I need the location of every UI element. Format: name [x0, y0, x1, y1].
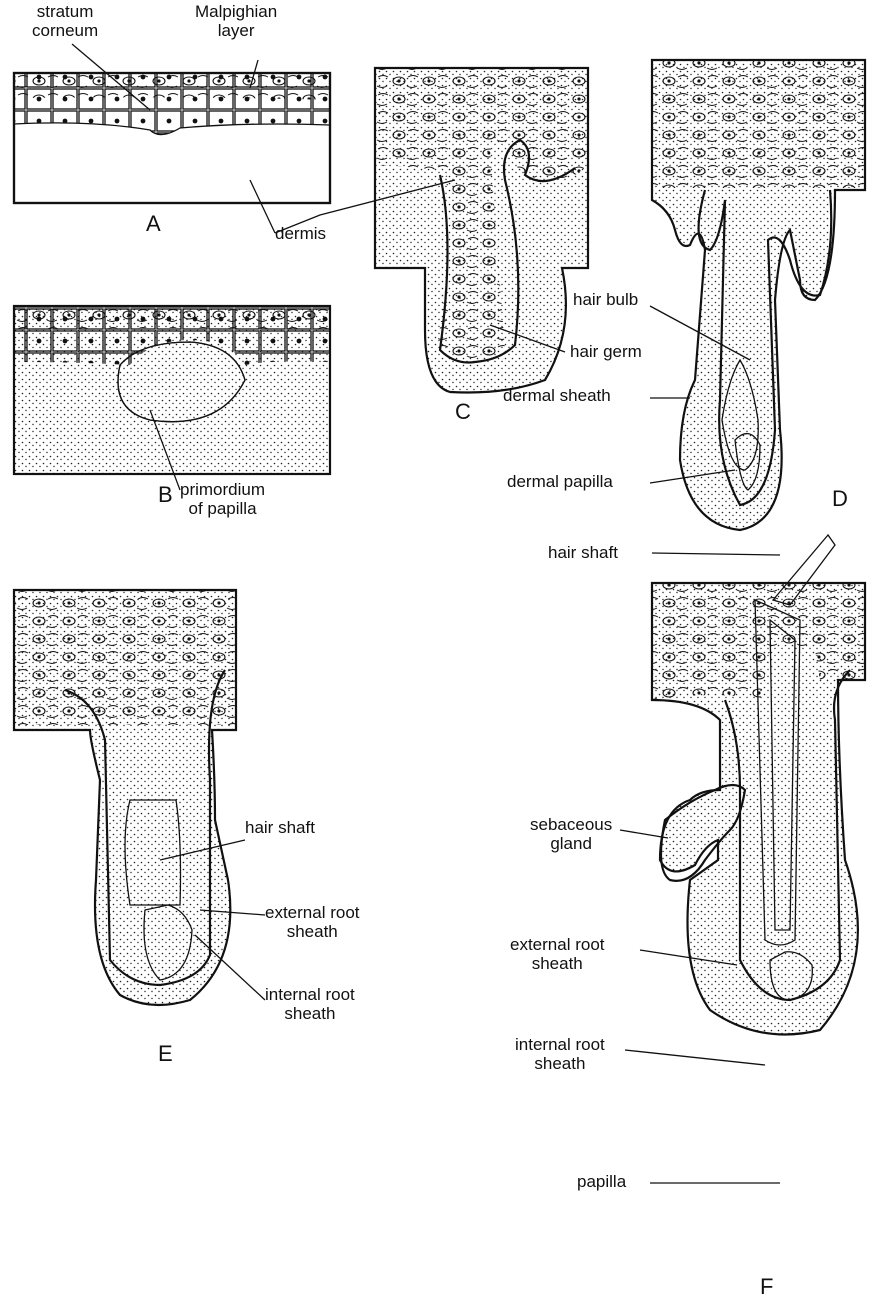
label-papilla: papilla — [577, 1172, 626, 1191]
panel-f-drawing — [652, 535, 865, 1035]
label-primordium-of-papilla: primordium of papilla — [180, 480, 265, 518]
panel-letter-d: D — [832, 487, 848, 511]
panel-b-drawing — [14, 306, 330, 474]
label-external-root-sheath-f: external root sheath — [510, 935, 605, 973]
panel-letter-a: A — [146, 212, 161, 236]
label-external-root-sheath-e: external root sheath — [265, 903, 360, 941]
label-hair-shaft-f: hair shaft — [548, 543, 618, 562]
panel-letter-b: B — [158, 483, 173, 507]
label-sebaceous-gland: sebaceous gland — [530, 815, 612, 853]
label-hair-germ: hair germ — [570, 342, 642, 361]
label-internal-root-sheath-e: internal root sheath — [265, 985, 355, 1023]
leader-dermis-to-a — [250, 180, 275, 233]
leader-sebaceous-gland — [620, 830, 668, 838]
label-internal-root-sheath-f: internal root sheath — [515, 1035, 605, 1073]
panel-letter-c: C — [455, 400, 471, 424]
leader-hair-shaft-f — [652, 553, 780, 555]
label-hair-bulb: hair bulb — [573, 290, 638, 309]
label-dermal-sheath: dermal sheath — [503, 386, 611, 405]
label-dermal-papilla: dermal papilla — [507, 472, 613, 491]
label-dermis: dermis — [275, 224, 326, 243]
panel-letter-f: F — [760, 1275, 773, 1299]
label-stratum-corneum: stratum corneum — [32, 2, 98, 40]
panel-letter-e: E — [158, 1042, 173, 1066]
panel-d-drawing — [652, 60, 865, 530]
label-malpighian-layer: Malpighian layer — [195, 2, 277, 40]
panel-c-drawing — [375, 68, 588, 393]
panel-a-drawing — [14, 73, 330, 203]
leader-internal-root-sheath-f — [625, 1050, 765, 1065]
label-hair-shaft-e: hair shaft — [245, 818, 315, 837]
